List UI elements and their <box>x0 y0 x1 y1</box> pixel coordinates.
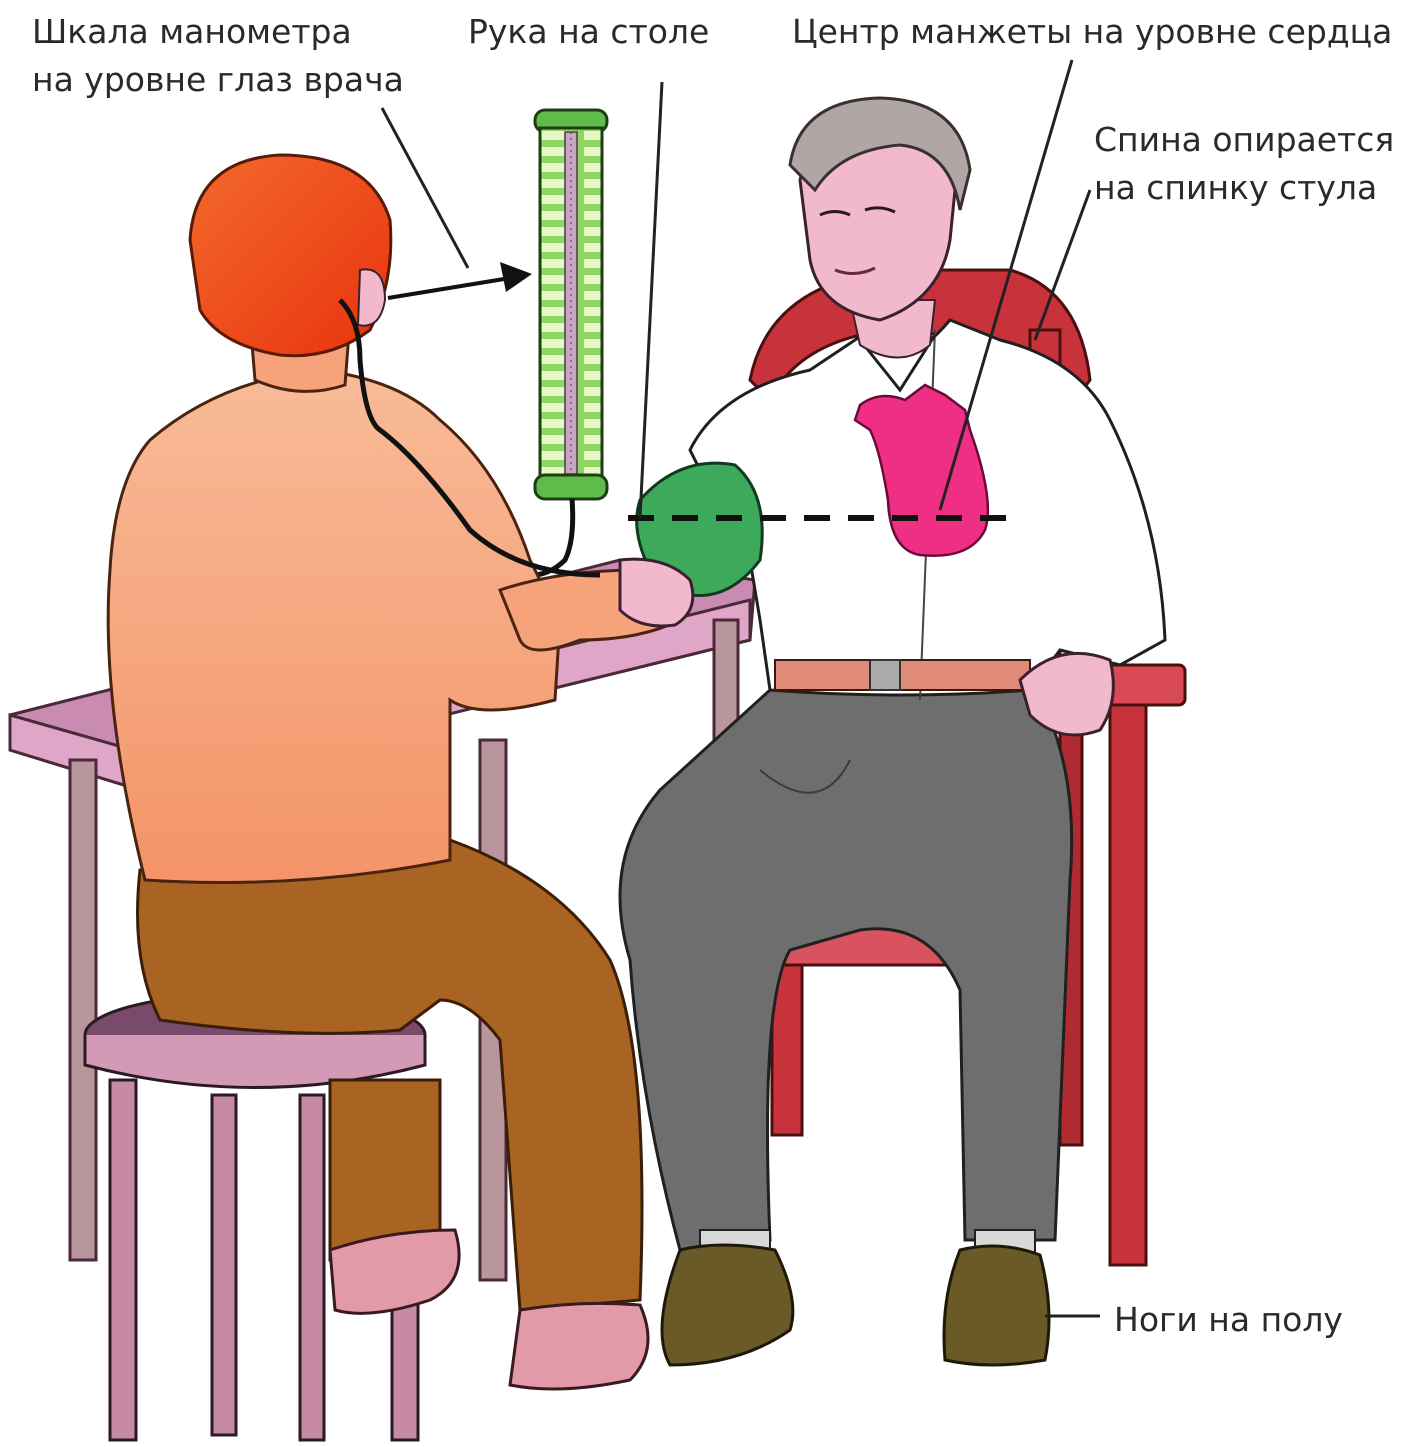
label-manometer-scale: Шкала манометра на уровне глаз врача <box>32 8 404 104</box>
eye-arrow-head <box>500 262 532 292</box>
leader-arm <box>640 82 662 518</box>
chair-leg-back-right <box>1110 705 1146 1265</box>
manometer <box>500 110 607 576</box>
doctor-shoe-right <box>510 1303 648 1389</box>
table-leg-left <box>70 760 96 1260</box>
label-arm-on-table: Рука на столе <box>468 8 709 56</box>
patient-shoe-right <box>944 1246 1049 1365</box>
patient-shoe-left <box>662 1245 793 1365</box>
manometer-scale <box>565 132 577 474</box>
leader-gauge <box>382 108 468 268</box>
label-back-support-line2: на спинку стула <box>1094 164 1394 212</box>
stool-leg-2 <box>212 1095 236 1435</box>
label-back-support: Спина опирается на спинку стула <box>1094 116 1394 212</box>
label-cuff-heart-level: Центр манжеты на уровне сердца <box>792 8 1392 56</box>
label-manometer-scale-line1: Шкала манометра <box>32 8 404 56</box>
stool-leg-1 <box>110 1080 136 1440</box>
label-back-support-line1: Спина опирается <box>1094 116 1394 164</box>
label-manometer-scale-line2: на уровне глаз врача <box>32 56 404 104</box>
manometer-cap-bottom <box>535 475 607 499</box>
eye-arrow-shaft <box>388 278 510 298</box>
label-feet-on-floor: Ноги на полу <box>1114 1296 1343 1344</box>
patient-belt <box>775 660 1030 690</box>
patient <box>620 98 1165 1365</box>
stool-leg-3 <box>300 1095 324 1440</box>
